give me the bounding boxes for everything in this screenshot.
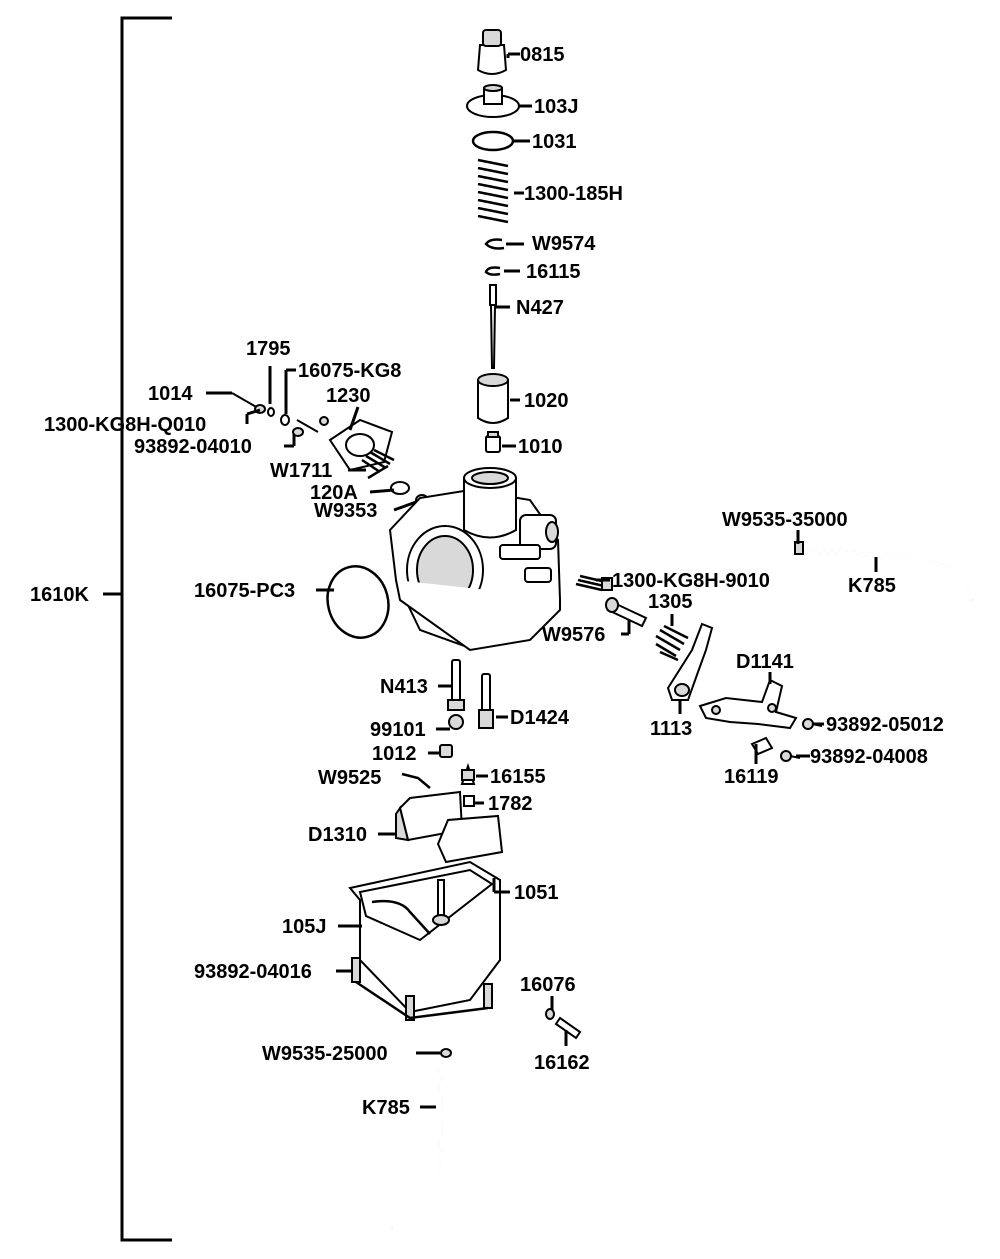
label-1014: 1014	[148, 383, 193, 405]
label-1782: 1782	[488, 793, 533, 815]
carburetor-body-drawing	[388, 467, 562, 652]
label-1230: 1230	[326, 385, 371, 407]
valve-16155-drawing	[460, 762, 476, 785]
label-W9535-35000: W9535-35000	[722, 509, 848, 531]
slide-1020-drawing	[477, 373, 509, 424]
clip-16115-drawing	[484, 266, 501, 276]
label-16075-KG8: 16075-KG8	[298, 360, 401, 382]
label-1300-185H: 1300-185H	[524, 183, 623, 205]
label-D1424: D1424	[510, 707, 570, 729]
assembly-bracket	[103, 16, 172, 1242]
clip-W9574-drawing	[484, 238, 505, 250]
fitting-W9535-25000-drawing	[440, 1048, 452, 1058]
label-16115: 16115	[526, 261, 581, 283]
part-drawings	[231, 29, 974, 1230]
label-120A: 120A	[310, 482, 358, 504]
label-103J: 103J	[534, 96, 579, 118]
jet-99101-drawing	[448, 714, 464, 730]
float-D1310-drawing	[395, 790, 504, 864]
label-93892-04016: 93892-04016	[194, 961, 312, 983]
label-1305: 1305	[648, 591, 693, 613]
screw-16162-drawing	[554, 1016, 582, 1040]
label-K785-upper: K785	[848, 575, 896, 597]
label-W9576: W9576	[542, 624, 605, 646]
jet-N413-drawing	[447, 659, 465, 711]
label-N427: N427	[516, 297, 564, 319]
screws-93892-04016-drawing	[351, 957, 493, 1021]
label-1610K: 1610K	[30, 584, 89, 606]
label-1031: 1031	[532, 131, 577, 153]
bowl-105J-drawing	[348, 860, 501, 1014]
label-1012: 1012	[372, 743, 417, 765]
label-D1141: D1141	[736, 651, 794, 673]
pin-W9525-drawing	[401, 772, 431, 789]
label-16162: 16162	[534, 1052, 590, 1074]
label-W9353: W9353	[314, 500, 377, 522]
needle-N427-drawing	[489, 284, 497, 369]
label-16075-PC3: 16075-PC3	[194, 580, 295, 602]
screw-1300-KG8H-9010-drawing	[575, 574, 613, 592]
label-1113: 1113	[650, 718, 692, 740]
label-93892-04010: 93892-04010	[134, 436, 252, 458]
label-93892-04008: 93892-04008	[810, 746, 928, 768]
screw-93892-04008-drawing	[780, 750, 801, 762]
label-K785-lower: K785	[362, 1097, 410, 1119]
part-1010-drawing	[485, 431, 501, 453]
label-W9535-25000: W9535-25000	[262, 1043, 388, 1065]
screw-93892-04010-drawing	[280, 414, 329, 437]
label-0815: 0815	[520, 44, 565, 66]
spring-W1711-drawing	[361, 448, 395, 480]
label-1300-KG8H-Q010: 1300-KG8H-Q010	[44, 414, 206, 436]
label-W9525: W9525	[318, 767, 381, 789]
part-labels: 0815 103J 1031 1300-185H W9574 16115 N42…	[30, 44, 944, 1119]
bracket-D1141-drawing	[698, 678, 798, 730]
label-1020: 1020	[524, 390, 569, 412]
screw-W9576-drawing	[605, 597, 648, 628]
label-99101: 99101	[370, 719, 426, 741]
label-1010: 1010	[518, 436, 563, 458]
label-93892-05012: 93892-05012	[826, 714, 944, 736]
gasket-1031-drawing	[471, 130, 515, 152]
jet-1012-drawing	[439, 744, 453, 758]
plate-1230-drawing	[328, 418, 394, 472]
label-16119: 16119	[724, 766, 779, 788]
screw-1014-drawing	[231, 392, 275, 417]
spring-1300-185H-drawing	[477, 158, 509, 224]
leader-lines	[206, 52, 878, 1109]
cap-0815-drawing	[476, 29, 508, 75]
top-103J-drawing	[466, 84, 520, 118]
label-1795: 1795	[246, 338, 291, 360]
label-1051: 1051	[514, 882, 559, 904]
spring-1305-drawing	[655, 624, 689, 662]
clip-1782-drawing	[463, 795, 475, 807]
tube-K785-lower-inner	[391, 1067, 443, 1230]
label-1300-KG8H-9010: 1300-KG8H-9010	[612, 570, 770, 592]
label-W1711: W1711	[270, 460, 332, 482]
ring-120A-drawing	[390, 481, 410, 495]
o-ring-16075-PC3-drawing	[326, 565, 390, 639]
tube-K785-lower-drawing	[391, 1067, 443, 1230]
label-W9574: W9574	[532, 233, 596, 255]
label-N413: N413	[380, 676, 428, 698]
label-16155: 16155	[490, 766, 546, 788]
label-16076: 16076	[520, 974, 576, 996]
label-D1310: D1310	[308, 824, 367, 846]
jet-D1424-drawing	[478, 673, 494, 729]
label-105J: 105J	[282, 916, 327, 938]
screw-16076-drawing	[545, 1008, 555, 1020]
tube-K785-upper-inner	[805, 548, 974, 601]
lever-1113-drawing	[666, 622, 714, 701]
